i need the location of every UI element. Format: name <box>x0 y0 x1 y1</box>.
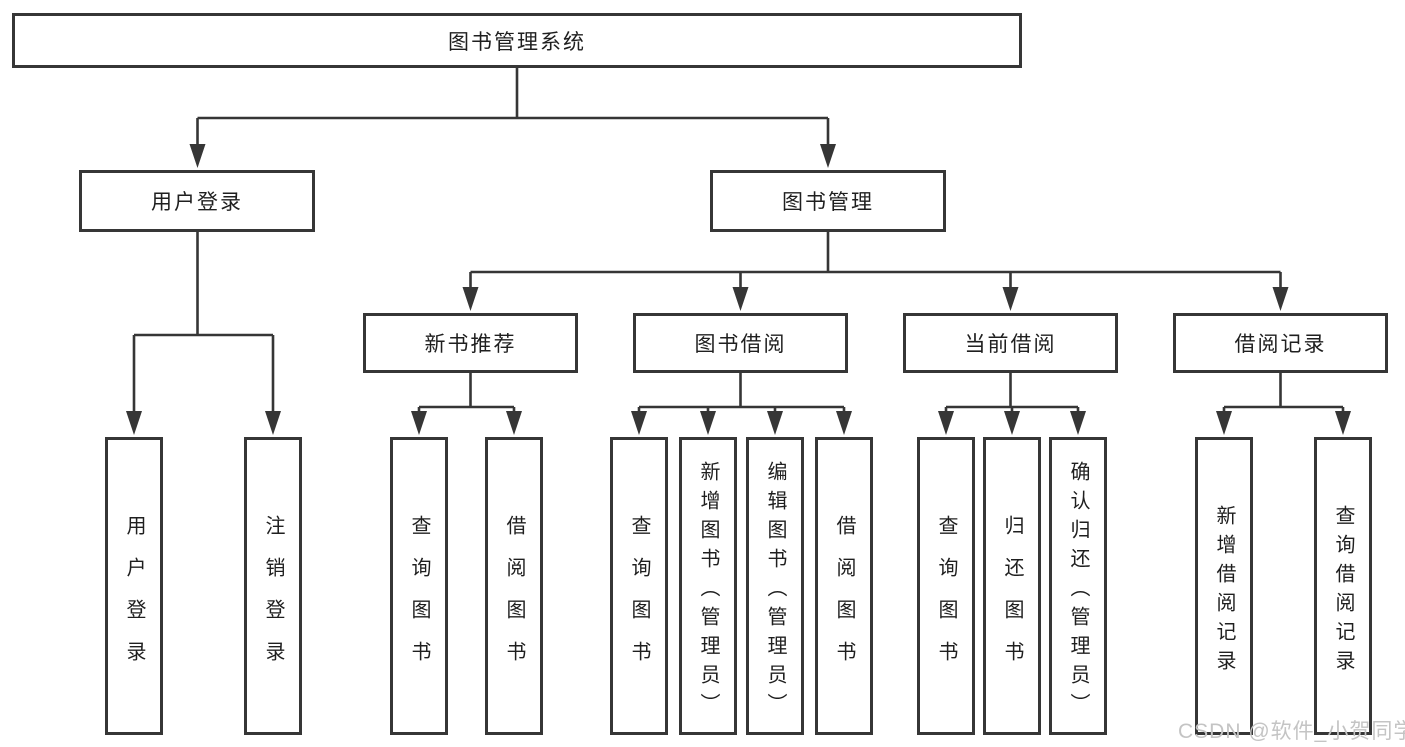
node-label: 用户登录 <box>151 191 243 214</box>
node-library-management-system: 图书管理系统 <box>12 13 1022 68</box>
leaf-edit-book-admin: 编辑图书（管理员） <box>746 437 804 735</box>
leaf-user-login: 用户登录 <box>105 437 163 735</box>
node-book-borrowing: 图书借阅 <box>633 313 848 373</box>
node-label: 借阅记录 <box>1234 333 1327 356</box>
leaf-add-borrow-record: 新增借阅记录 <box>1195 437 1253 735</box>
leaf-borrow-books-recommend: 借阅图书 <box>485 437 543 735</box>
leaf-label: 查询图书 <box>408 515 430 683</box>
leaf-query-books-recommend: 查询图书 <box>390 437 448 735</box>
node-book-management: 图书管理 <box>710 170 946 232</box>
csdn-watermark: CSDN @软件_小贺同学 <box>1178 720 1405 743</box>
leaf-label: 用户登录 <box>123 515 145 683</box>
leaf-logout: 注销登录 <box>244 437 302 735</box>
node-label: 新书推荐 <box>424 333 517 356</box>
leaf-label: 编辑图书（管理员） <box>764 461 786 722</box>
node-label: 当前借阅 <box>964 333 1057 356</box>
node-current-borrowing: 当前借阅 <box>903 313 1118 373</box>
leaf-label: 借阅图书 <box>503 515 525 683</box>
leaf-label: 归还图书 <box>1001 515 1023 683</box>
leaf-query-borrow-record: 查询借阅记录 <box>1314 437 1372 735</box>
node-user-login-branch: 用户登录 <box>79 170 315 232</box>
node-label: 图书管理系统 <box>448 30 586 54</box>
leaf-label: 新增图书（管理员） <box>697 461 719 722</box>
leaf-label: 查询借阅记录 <box>1332 504 1354 679</box>
leaf-label: 查询图书 <box>935 515 957 683</box>
node-label: 图书借阅 <box>694 333 787 356</box>
connector-lines <box>132 68 1345 414</box>
leaf-add-book-admin: 新增图书（管理员） <box>679 437 737 735</box>
leaf-label: 新增借阅记录 <box>1213 504 1235 679</box>
leaf-label: 借阅图书 <box>833 515 855 683</box>
leaf-label: 注销登录 <box>262 515 284 683</box>
leaf-label: 确认归还（管理员） <box>1067 461 1089 722</box>
connector-arrowheads <box>126 144 1351 435</box>
node-borrowing-records: 借阅记录 <box>1173 313 1388 373</box>
leaf-confirm-return-admin: 确认归还（管理员） <box>1049 437 1107 735</box>
leaf-return-books: 归还图书 <box>983 437 1041 735</box>
node-new-book-recommendation: 新书推荐 <box>363 313 578 373</box>
leaf-label: 查询图书 <box>628 515 650 683</box>
leaf-query-books-borrowing: 查询图书 <box>610 437 668 735</box>
leaf-borrow-books-borrowing: 借阅图书 <box>815 437 873 735</box>
node-label: 图书管理 <box>782 191 874 214</box>
leaf-query-books-current: 查询图书 <box>917 437 975 735</box>
